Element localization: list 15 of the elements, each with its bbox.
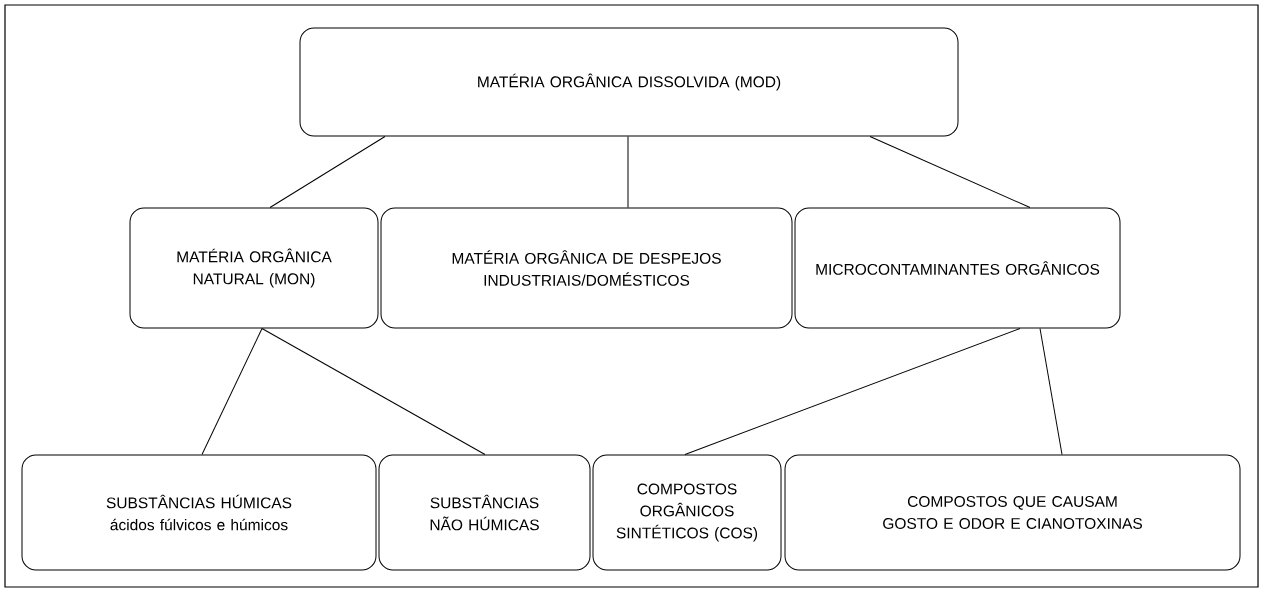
- box: MICROCONTAMINANTES ORGÂNICOS: [794, 207, 1121, 329]
- connector-line: [1039, 328, 1063, 455]
- connector-line: [261, 328, 486, 455]
- box: MATÉRIA ORGÂNICA NATURAL (MON): [129, 207, 379, 329]
- box: SUBSTÂNCIAS NÃO HÚMICAS: [378, 454, 591, 571]
- connector-line: [201, 328, 263, 455]
- box: MATÉRIA ORGÂNICA DE DESPEJOS INDUSTRIAIS/DOMÉSTICOS: [380, 207, 793, 329]
- connector-line: [869, 136, 1031, 208]
- box: COMPOSTOS ORGÂNICOS SINTÉTICOS (COS): [592, 454, 782, 571]
- connector-line: [684, 328, 1021, 455]
- connector-line: [627, 136, 629, 208]
- box: COMPOSTOS QUE CAUSAM GOSTO E ODOR E CIANOTOXINAS: [784, 454, 1241, 571]
- box: SUBSTÂNCIAS HÚMICAS ácidos fúlvicos e húmicos: [21, 454, 377, 571]
- connector-line: [269, 136, 386, 208]
- box: MATÉRIA ORGÂNICA DISSOLVIDA (MOD): [299, 27, 959, 137]
